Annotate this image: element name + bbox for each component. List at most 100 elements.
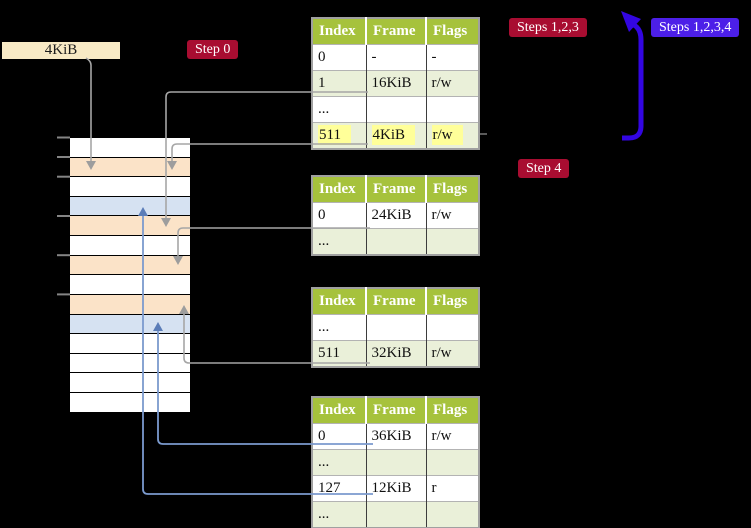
badge-step-0: Step 0 [187,40,239,59]
column-header-frame: Frame [366,176,427,203]
column-header-frame: Frame [366,397,427,424]
table-cell: ... [312,314,367,341]
cell-text: - [371,49,377,65]
memory-frame-row-8 [70,275,190,294]
table-cell: ... [312,228,367,255]
table-cell: 36KiB [366,423,427,450]
column-header-flags: Flags [426,18,479,45]
column-header-index: Index [312,288,367,315]
column-header-index: Index [312,18,367,45]
table-cell [426,449,479,476]
table-cell: ... [312,501,367,528]
table-row: 0 36KiB r/w [312,423,479,450]
cell-text: 32KiB [371,345,412,361]
cell-text: r/w [431,428,452,444]
table-row: ... [312,501,479,528]
column-header-frame: Frame [366,288,427,315]
table-row: ... [312,96,479,123]
table-row: 127 12KiB r [312,475,479,502]
cell-text: ... [318,319,330,335]
table-cell [366,314,427,341]
table-cell: r/w [426,122,479,149]
memory-frame-row-1 [70,138,190,157]
cell-text: r [431,480,437,496]
cell-text: r/w [431,207,452,223]
cell-text: ... [318,233,330,249]
table-cell: r/w [426,340,479,367]
cell-text: 127 [318,480,341,496]
cell-text: ... [318,506,330,522]
memory-frame-row-3 [70,177,190,196]
table-cell: 4KiB [366,122,427,149]
highlighted-cell-text: r/w [431,125,463,145]
table-cell [366,96,427,123]
table-cell: 511 [312,122,367,149]
table-cell [366,228,427,255]
table-cell: ... [312,96,367,123]
table-cell: 0 [312,423,367,450]
table-cell: 511 [312,340,367,367]
cell-text: 12KiB [371,480,412,496]
cell-text: 24KiB [371,207,412,223]
table-cell: 1 [312,70,367,97]
table-cell [426,314,479,341]
cell-text: - [431,49,437,65]
table-cell: 16KiB [366,70,427,97]
cell-text: r/w [431,75,452,91]
column-header-index: Index [312,176,367,203]
memory-frame-row-10 [70,314,190,334]
memory-frame-row-7 [70,255,190,275]
table-cell: r [426,475,479,502]
table-cell: 0 [312,44,367,71]
highlighted-cell-text: 511 [318,125,351,145]
cell-text: ... [318,454,330,470]
column-header-flags: Flags [426,397,479,424]
table-cell: - [366,44,427,71]
table-cell: 24KiB [366,202,427,229]
cell-text: 0 [318,428,326,444]
memory-ticks [57,136,70,296]
table-cell: 0 [312,202,367,229]
highlighted-cell-text: 4KiB [371,125,416,145]
memory-frame-row-14 [70,393,190,412]
memory-frame-row-5 [70,216,190,236]
table-cell: ... [312,449,367,476]
cell-text: r/w [431,345,452,361]
table-row: ... [312,314,479,341]
memory-frame-row-9 [70,294,190,314]
cell-text: 16KiB [371,75,412,91]
table-row: ... [312,228,479,255]
table-cell: 32KiB [366,340,427,367]
cell-text: 36KiB [371,428,412,444]
badge-steps-1-2-3: Steps 1,2,3 [509,18,587,37]
table-cell [426,501,479,528]
cell-text: 0 [318,49,326,65]
column-header-flags: Flags [426,288,479,315]
cell-text: ... [318,101,330,117]
badge-steps-1-2-3-4: Steps 1,2,3,4 [651,18,740,37]
memory-frame-row-4 [70,196,190,216]
memory-frame-row-12 [70,353,190,373]
table-cell [426,228,479,255]
table-cell: r/w [426,70,479,97]
table-row: 511 4KiB r/w [312,122,479,149]
memory-frame-row-13 [70,373,190,393]
table-cell: 12KiB [366,475,427,502]
column-header-frame: Frame [366,18,427,45]
table-cell: r/w [426,202,479,229]
memory-column [70,138,190,413]
table-cell [366,501,427,528]
column-header-flags: Flags [426,176,479,203]
cell-text: 511 [318,345,340,361]
memory-frame-row-2 [70,157,190,177]
